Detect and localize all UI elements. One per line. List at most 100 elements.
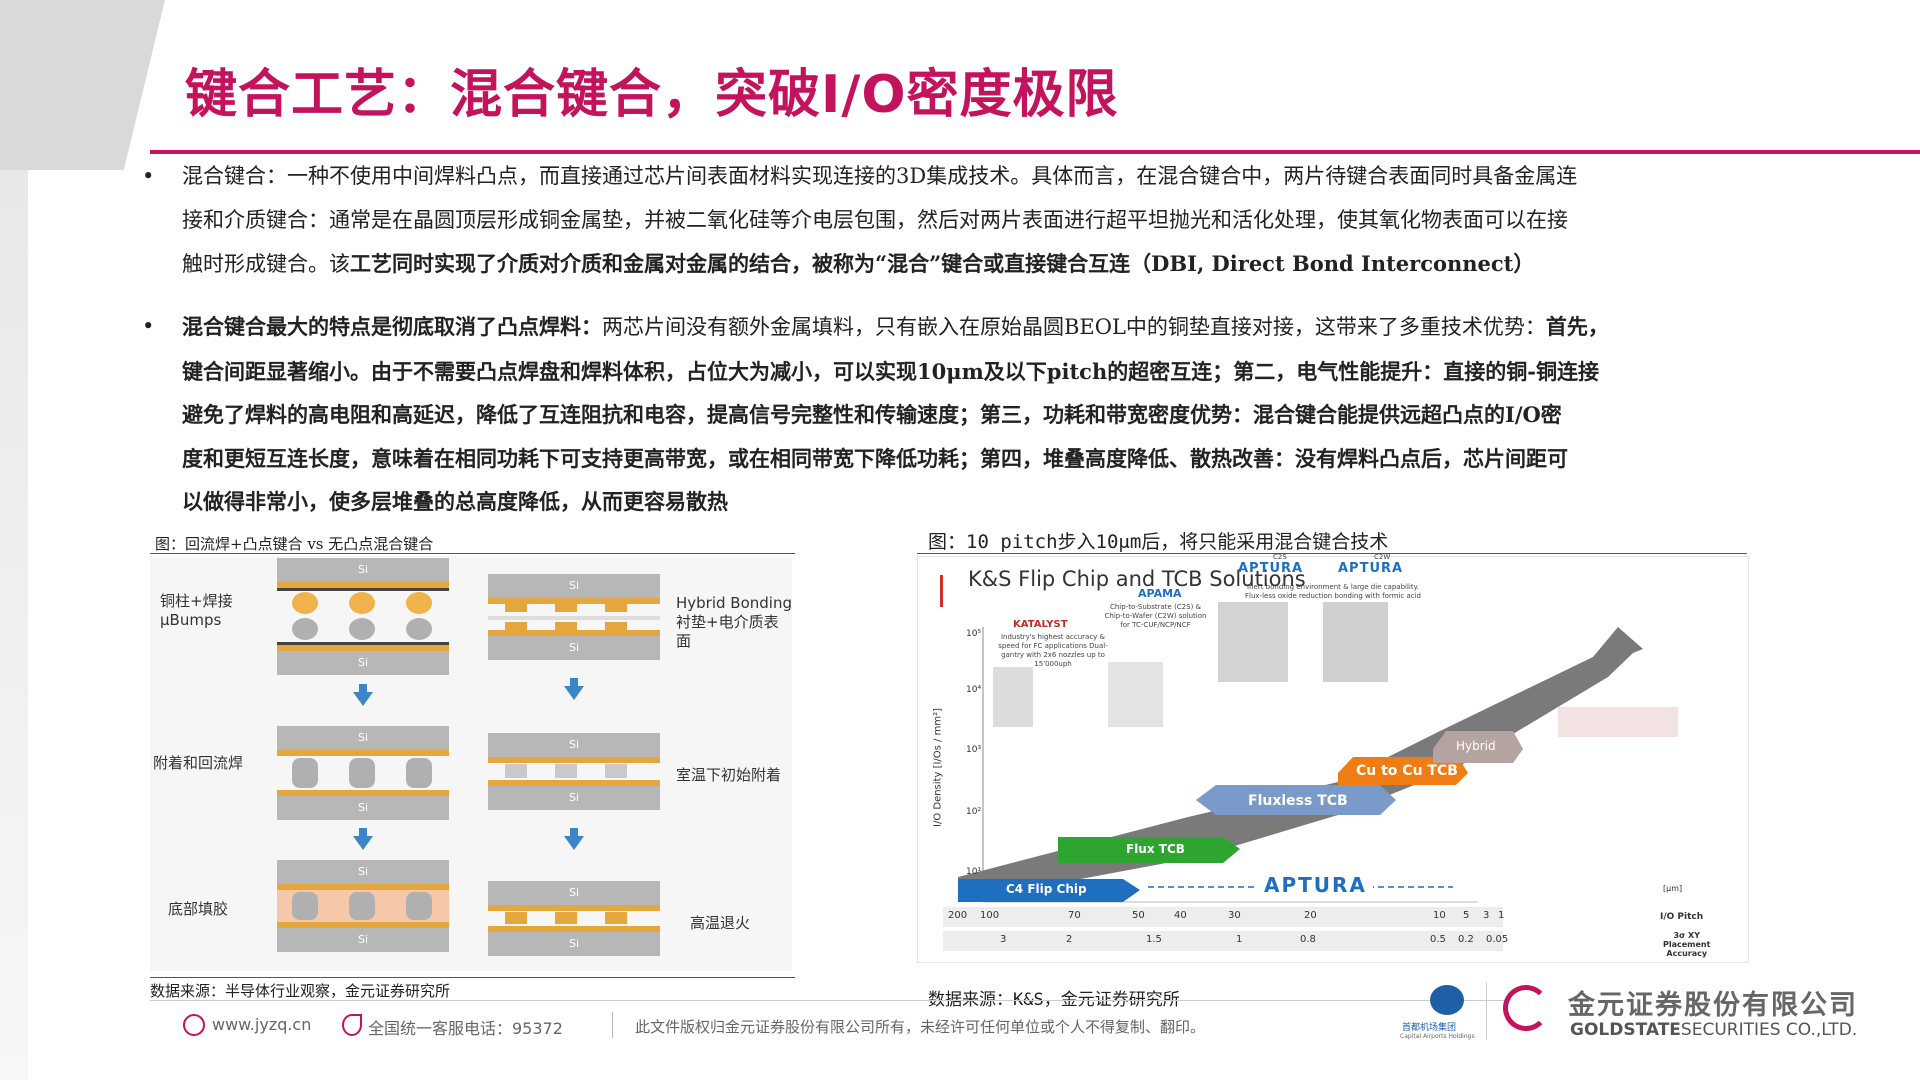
si-layer: Si [488,636,660,660]
si-layer: Si [488,932,660,956]
company-name-en-rest: SECURITIES CO.,LTD. [1680,1020,1858,1040]
company-name-en-bold: GOLDSTATE [1570,1020,1681,1040]
copper-pad [605,604,627,612]
metal-layer [277,790,449,796]
logo-divider [1486,982,1487,1040]
band-flux [1058,837,1240,863]
accuracy-row-label: 3σ XY Placement Accuracy [1663,931,1710,958]
label-line: μBumps [160,611,222,629]
metal-layer [277,750,449,756]
accuracy-value: 1 [1236,934,1243,945]
copper-pad [555,764,577,778]
copper-pad [605,912,627,924]
page-title: 键合工艺：混合键合，突破I/O密度极限 [185,65,1119,125]
metal-layer [488,780,660,786]
arrow-down-icon [359,828,367,836]
unit-label: [μm] [1663,884,1683,893]
text-bold: 工艺同时实现了介质对介质和金属对金属的结合，被称为“混合”键合或直接键合互连（D… [350,251,1535,276]
product-desc-katalyst: Industry's highest accuracy & speed for … [998,633,1108,668]
metal-layer [277,582,449,588]
text-bold: 首先， [1545,314,1609,339]
solder-bump [292,592,318,614]
paragraph-line: 混合键合：一种不使用中间焊料凸点，而直接通过芯片间表面材料实现连接的3D集成技术… [182,164,1578,188]
si-layer: Si [488,881,660,905]
bullet-hybrid-bonding-definition: • 混合键合：一种不使用中间焊料凸点，而直接通过芯片间表面材料实现连接的3D集成… [142,155,1782,287]
bonded-bump [406,892,432,920]
band-label-c4: C4 Flip Chip [1006,882,1087,896]
decor-left-strip [0,170,28,1080]
label-line: 3σ XY [1673,931,1700,940]
copper-pad [555,604,577,612]
y-tick-label: 10³ [966,745,982,755]
arrow-down-icon [570,828,578,836]
pitch-scale-bar [943,907,1503,927]
product-tag-c2w: C2W [1374,553,1391,561]
bonded-bump [292,892,318,920]
band-c4 [958,879,1140,902]
footer-website[interactable]: www.jyzq.cn [212,1015,312,1034]
pitch-value: 20 [1304,910,1317,921]
label-bumps: 铜柱+焊接 μBumps [160,592,233,630]
si-layer: Si [277,558,449,582]
label-line: Accuracy [1666,949,1708,958]
paragraph-line: 避免了焊料的高电阻和高延迟，降低了互连阻抗和电容，提高信号完整性和传输速度；第三… [182,402,1562,427]
bonded-bump [349,758,375,788]
company-logo-icon [1503,985,1549,1031]
band-hybrid [1433,731,1523,763]
accuracy-value: 0.8 [1300,934,1316,945]
copper-pad [505,912,527,924]
chart-accent-bar [940,575,943,607]
pitch-value: 10 [1433,910,1446,921]
product-tag-c2s: C2S [1273,553,1287,561]
accuracy-scale-bar [943,931,1503,951]
product-image-aptura-c2w [1323,602,1388,682]
band-cucu [1338,757,1468,785]
paragraph-line: 度和更短互连长度，意味着在相同功耗下可支持更高带宽，或在相同带宽下降低功耗；第四… [182,445,1568,471]
accuracy-value: 1.5 [1146,934,1162,945]
figure-left-bottom-rule [150,977,795,978]
product-image-aptura-c2s [1218,602,1288,682]
footer-rule [150,1000,1510,1001]
text-bold: 混合键合最大的特点是彻底取消了凸点焊料： [182,314,602,339]
band-label-fluxless: Fluxless TCB [1248,793,1348,809]
y-tick-label: 10⁴ [966,685,982,695]
product-label-aptura-c2s: APTURA [1238,561,1304,576]
paragraph-line: 混合键合最大的特点是彻底取消了凸点焊料：两芯片间没有额外金属填料，只有嵌入在原始… [182,305,1782,350]
si-layer: Si [488,786,660,810]
footer-copyright: 此文件版权归金元证券股份有限公司所有，未经许可任何单位或个人不得复制、翻印。 [635,1018,1206,1036]
copper-pad [555,622,577,630]
gap-layer [488,616,660,620]
figure-left-caption-rule [150,553,795,554]
arrow-down-icon [564,686,584,700]
figure-io-density-chart: K&S Flip Chip and TCB Solutions I/O Dens… [917,553,1749,963]
label-room-temp-attach: 室温下初始附着 [676,766,782,784]
company-name-en: GOLDSTATESECURITIES CO.,LTD. [1570,1020,1857,1040]
pitch-row-label: I/O Pitch [1660,912,1704,922]
pitch-value: 30 [1228,910,1241,921]
figure-right-source: 数据来源：K&S，金元证券研究所 [928,990,1180,1010]
product-desc-apama: Chip-to-Substrate (C2S) & Chip-to-Wafer … [1104,603,1207,629]
label-line: 铜柱+焊接 [160,592,233,610]
band-label-flux: Flux TCB [1126,842,1185,856]
pitch-value: 5 [1463,910,1470,921]
arrow-down-icon [359,684,367,692]
band-label-cucu: Cu to Cu TCB [1356,763,1458,779]
pitch-value: 3 [1483,910,1490,921]
product-desc-aptura: Inert bonding environment & large die ca… [1245,583,1421,600]
partner-logo-icon [1430,985,1464,1015]
arrow-down-icon [570,678,578,686]
figure-left-source: 数据来源：半导体行业观察，金元证券研究所 [150,982,451,1000]
metal-layer [488,905,660,911]
copper-pad [605,764,627,778]
product-image-katalyst [993,667,1033,727]
metal-layer [277,645,449,651]
paragraph-line: 键合间距显著缩小。由于不需要凸点焊盘和焊料体积，占位大为减小，可以实现10μm及… [182,358,1599,384]
metal-layer [488,598,660,604]
paragraph-line: 以做得非常小，使多层堆叠的总高度降低，从而更容易散热 [182,489,728,514]
accuracy-value: 0.05 [1486,934,1509,945]
arrow-down-icon [564,836,584,850]
bonded-bump [292,758,318,788]
metal-layer [488,757,660,763]
bonded-bump [406,758,432,788]
accuracy-value: 0.2 [1458,934,1474,945]
